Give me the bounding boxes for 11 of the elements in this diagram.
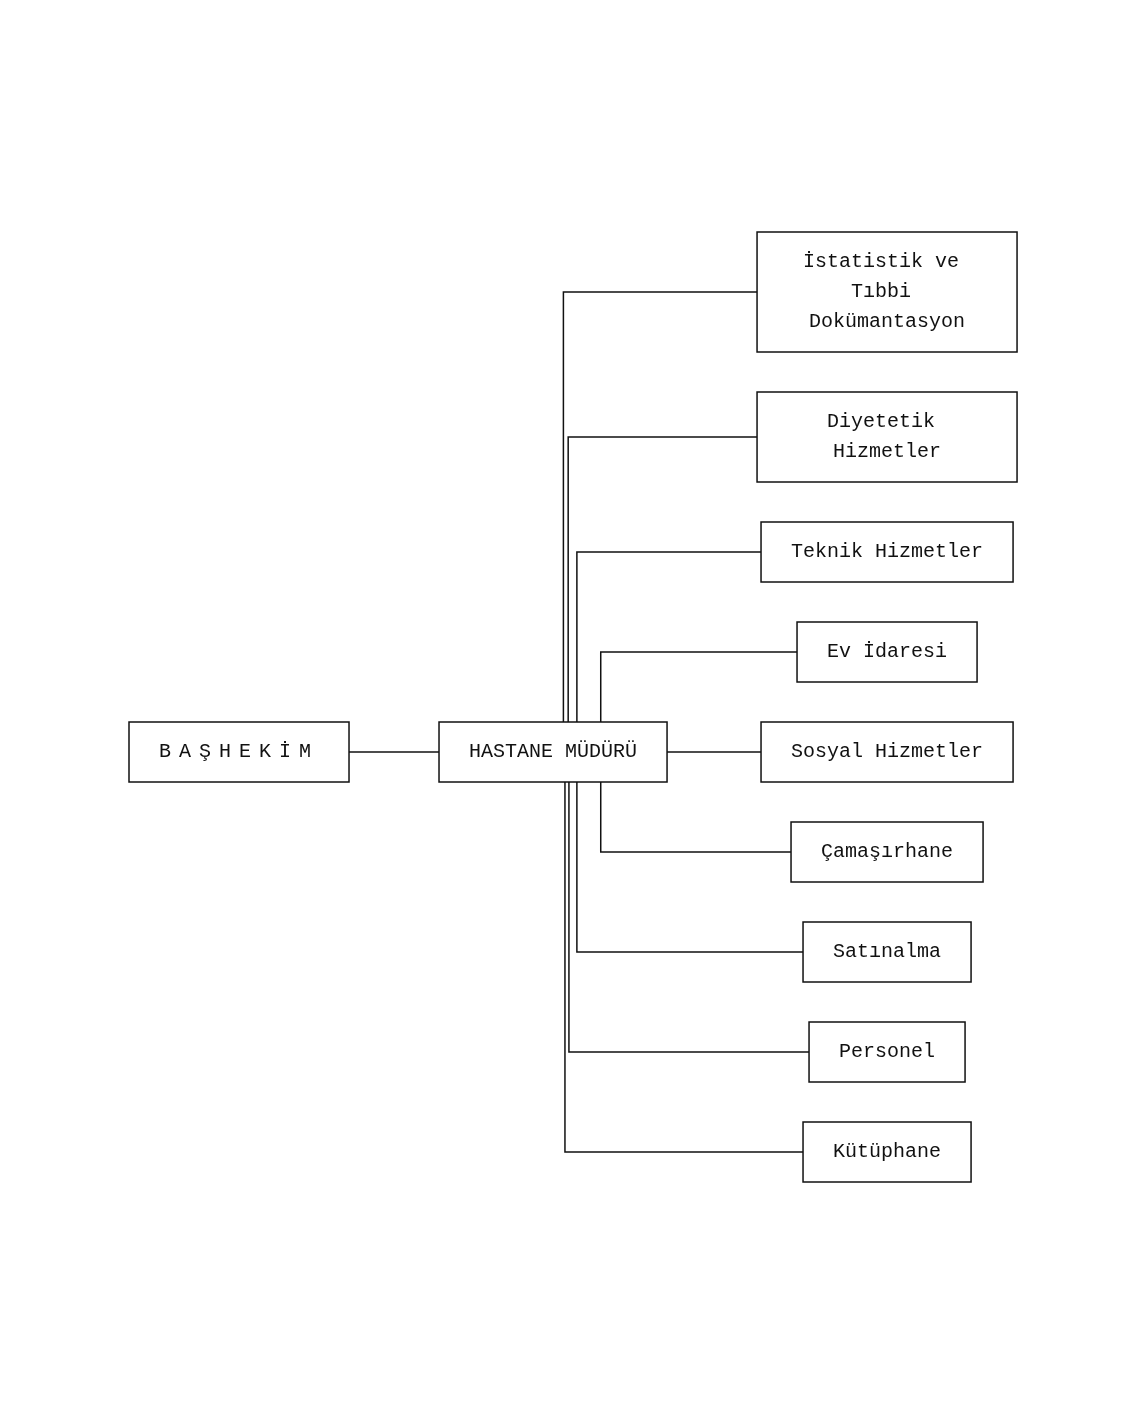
node-box: Satınalma (802, 920, 973, 983)
node-box: HASTANE MÜDÜRÜ (438, 720, 669, 783)
node-box: Sosyal Hizmetler (760, 720, 1015, 783)
node-box: Personel (808, 1020, 967, 1083)
node-box: Ev İdaresi (796, 620, 979, 683)
node-box: Kütüphane (802, 1120, 973, 1183)
node-box: BAŞHEKİM (128, 720, 351, 783)
node-box: Çamaşırhane (790, 820, 985, 883)
node-box: Teknik Hizmetler (760, 520, 1015, 583)
node-box: Diyetetik Hizmetler (756, 390, 1019, 483)
node-box: İstatistik ve Tıbbi Dokümantasyon (756, 230, 1019, 353)
